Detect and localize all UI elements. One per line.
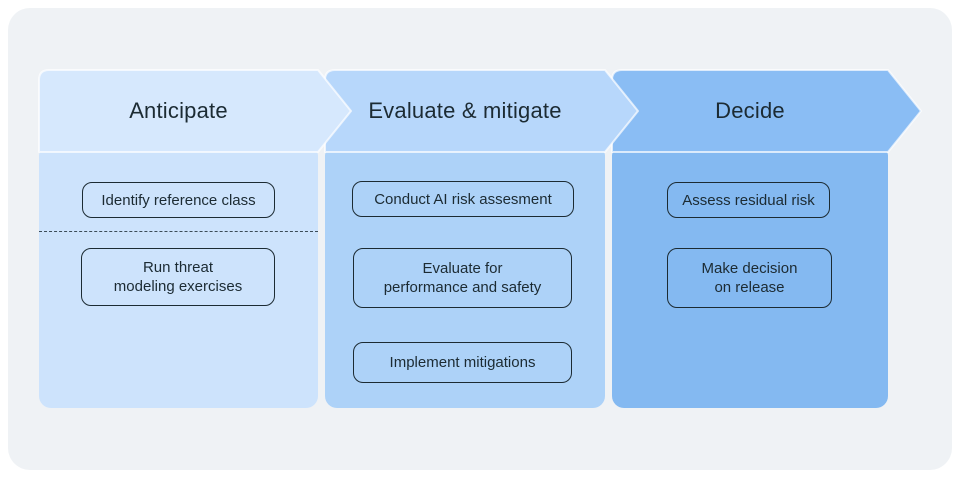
step-run-threat-modeling: Run threat modeling exercises (81, 248, 275, 306)
phase-header-evaluate-mitigate: Evaluate & mitigate (324, 69, 639, 153)
phase-title-evaluate-mitigate: Evaluate & mitigate (368, 98, 562, 123)
phase-body-anticipate: Identify reference class Run threat mode… (39, 150, 318, 408)
arrow-shape-evaluate-mitigate (324, 69, 639, 153)
phase-header-anticipate: Anticipate (38, 69, 352, 153)
step-conduct-ai-risk-assesment: Conduct AI risk assesment (352, 181, 574, 217)
dashed-divider (39, 231, 318, 232)
phase-header-decide: Decide (611, 69, 922, 153)
step-implement-mitigations: Implement mitigations (353, 342, 572, 383)
arrow-shape-decide (611, 69, 922, 153)
phase-column-decide: Decide Assess residual risk Make decisio… (611, 69, 922, 408)
phase-column-anticipate: Anticipate Identify reference class Run … (38, 69, 352, 408)
step-assess-residual-risk: Assess residual risk (667, 182, 830, 218)
step-make-decision-on-release: Make decision on release (667, 248, 832, 308)
phase-column-evaluate-mitigate: Evaluate & mitigate Conduct AI risk asse… (324, 69, 639, 408)
step-evaluate-performance-safety: Evaluate for performance and safety (353, 248, 572, 308)
phase-title-decide: Decide (715, 98, 785, 123)
phase-title-anticipate: Anticipate (129, 98, 228, 123)
phase-body-evaluate-mitigate: Conduct AI risk assesment Evaluate for p… (325, 150, 605, 408)
phase-body-decide: Assess residual risk Make decision on re… (612, 150, 888, 408)
arrow-shape-anticipate (38, 69, 352, 153)
step-identify-reference-class: Identify reference class (82, 182, 275, 218)
